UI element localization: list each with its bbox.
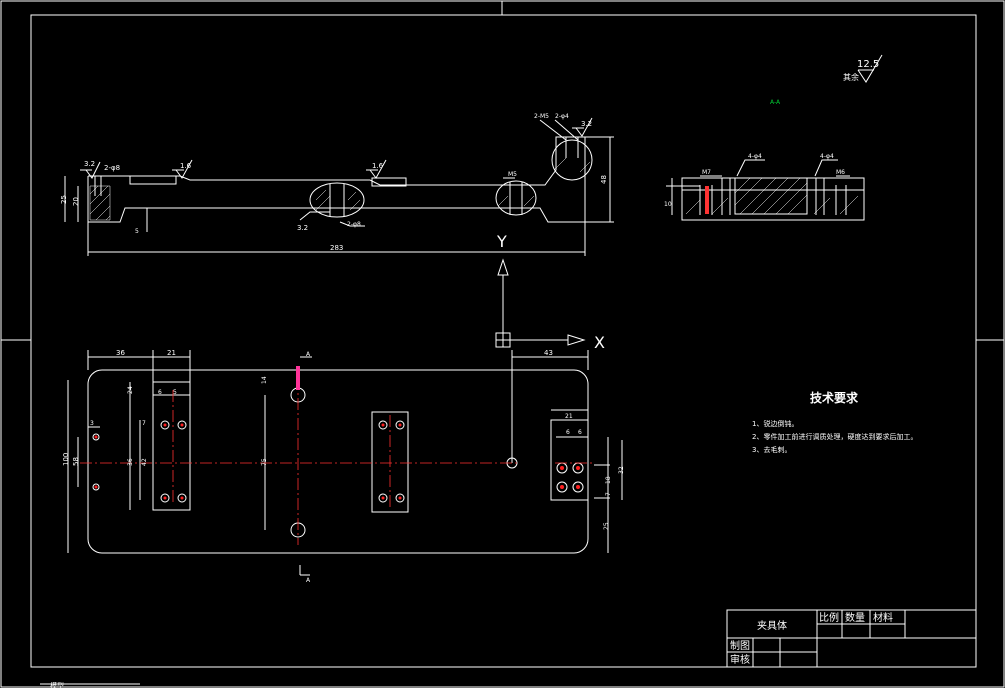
plan-dim-75: 75 <box>261 458 268 466</box>
section-mark: A-A <box>770 99 781 106</box>
title-block-labels: 夹具体 比例 数量 材料 制图 审核 <box>730 611 893 666</box>
dim-height-right: 48 <box>600 175 608 184</box>
title-block <box>726 609 977 668</box>
tech-req-item-3: 3、去毛刺。 <box>752 445 791 454</box>
plan-section-a-top: A <box>306 351 311 358</box>
axis-y-label: Y <box>496 232 507 251</box>
plan-dim-right-offset: 43 <box>544 349 553 357</box>
plan-dim-5: 5 <box>173 389 177 396</box>
tb-part-name: 夹具体 <box>757 619 787 632</box>
tb-checked-label: 审核 <box>730 653 750 666</box>
plan-dim-24: 24 <box>127 386 134 394</box>
plan-dim-r6: 6 <box>566 429 570 436</box>
plan-dim-r32: 32 <box>618 466 625 474</box>
note-left: 2-φ8 <box>104 164 120 172</box>
model-tab[interactable]: 模型 <box>40 681 140 688</box>
roughness-note: 其余 <box>843 72 859 82</box>
plan-dim-r25: 25 <box>603 522 610 530</box>
tb-material-label: 材料 <box>873 611 893 624</box>
plan-dim-42: 42 <box>141 458 148 466</box>
plan-dim-6a: 6 <box>158 389 162 396</box>
plan-centerlines <box>80 378 594 545</box>
plan-hole-fills <box>94 423 580 500</box>
front-hatch-left <box>89 185 111 221</box>
plan-dim-100: 100 <box>62 453 70 466</box>
dim-height-left: 25 <box>60 195 68 204</box>
plan-dim-r18: 18 <box>605 476 612 484</box>
plan-dim-r7: 7 <box>605 492 612 496</box>
rough-16a: 1.6 <box>180 162 192 170</box>
plan-dim-58: 58 <box>72 457 80 466</box>
front-hatch-top-right <box>551 137 593 181</box>
rough-mid: 3.2 <box>297 224 308 232</box>
tb-scale-label: 比例 <box>819 611 839 624</box>
dim-step: 5 <box>135 228 139 235</box>
plan-dim-36: 36 <box>127 458 134 466</box>
rough-16b: 1.6 <box>372 162 384 170</box>
side-dim-4: M6 <box>836 169 845 176</box>
side-dim-5: 10 <box>664 201 672 208</box>
side-dim-3: M7 <box>702 169 711 176</box>
front-view <box>64 117 614 256</box>
roughness-value: 12.5 <box>857 59 879 70</box>
plan-dim-7: 7 <box>142 420 146 427</box>
note-right-phi4: 2-φ4 <box>555 113 569 120</box>
tech-requirements: 技术要求 1、锐边倒钝。 2、零件加工前进行调质处理，硬度达到要求后加工。 3、… <box>752 390 917 454</box>
dim-overall-length: 283 <box>330 244 343 252</box>
note-right-m5: 2-M5 <box>534 113 549 120</box>
plan-view <box>67 350 623 576</box>
axis-x-label: X <box>594 333 605 352</box>
plan-view-labels: 36 21 43 24 6 5 7 36 42 100 58 3 14 75 2… <box>62 349 625 584</box>
side-view-labels: 4-φ4 4-φ4 M7 M6 10 <box>664 153 845 208</box>
roughness-symbol: 12.5 其余 A-A <box>770 54 883 106</box>
front-view-labels: 283 25 20 48 5 2-φ8 3.2 3.2 2-φ8 1.6 1.6… <box>60 113 608 252</box>
side-dim-1: 4-φ4 <box>748 153 762 160</box>
plan-dim-left-offset: 36 <box>116 349 125 357</box>
hole-m5: M5 <box>508 171 517 178</box>
plan-holes <box>92 387 584 538</box>
note-mid-hole: 2-φ8 <box>347 221 361 228</box>
front-hatch-mid <box>309 182 365 218</box>
rough-left: 3.2 <box>84 160 95 168</box>
plan-section-a-bot: A <box>306 577 311 584</box>
plan-dim-r6b: 6 <box>578 429 582 436</box>
rough-right: 3.2 <box>581 120 592 128</box>
tb-drawn-label: 制图 <box>730 639 750 652</box>
tech-req-item-1: 1、锐边倒钝。 <box>752 419 798 428</box>
side-dim-2: 4-φ4 <box>820 153 834 160</box>
tech-req-title: 技术要求 <box>810 390 859 405</box>
side-view-red-mark <box>705 186 709 214</box>
plan-section-mark <box>296 366 300 390</box>
plan-dim-3: 3 <box>90 420 94 427</box>
plan-dim-r21: 21 <box>565 413 573 420</box>
dim-height-left2: 20 <box>72 197 80 206</box>
tb-qty-label: 数量 <box>845 611 865 624</box>
plan-dim-14: 14 <box>261 376 268 384</box>
plan-dim-block-w: 21 <box>167 349 176 357</box>
front-hatch-right <box>495 180 537 216</box>
ucs-icon <box>495 258 586 348</box>
tech-req-item-2: 2、零件加工前进行调质处理，硬度达到要求后加工。 <box>752 432 917 441</box>
model-tab-label: 模型 <box>50 681 64 688</box>
side-view <box>666 159 865 221</box>
